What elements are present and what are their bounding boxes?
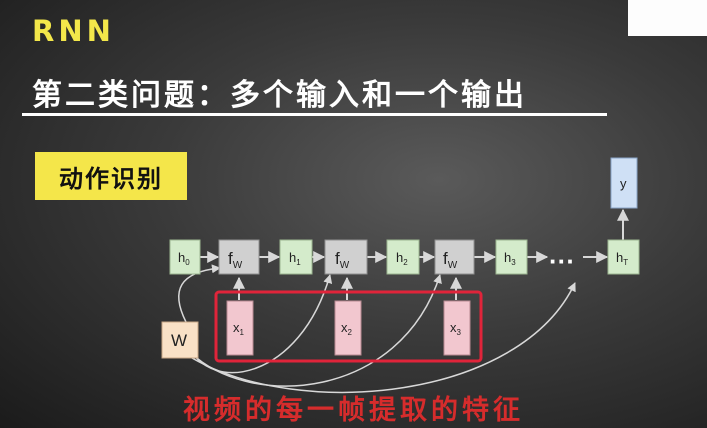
svg-text:x3: x3 [450,320,462,337]
subtitle-underline [22,113,607,116]
ellipsis: ··· [549,246,575,276]
svg-text:x1: x1 [233,320,245,337]
input-arrows [233,276,462,300]
svg-text:fW: fW [443,249,458,271]
hidden-state-h2: h2 [386,239,420,275]
svg-text:x2: x2 [341,320,353,337]
task-tag-label: 动作识别 [59,164,163,193]
input-node-x2: x2 [334,300,362,356]
input-node-x1: x1 [226,300,254,356]
feature-caption: 视频的每一帧提取的特征 [183,395,524,426]
task-tag: 动作识别 [35,152,187,200]
hidden-state-hT: hT [607,239,640,275]
svg-text:hT: hT [616,250,628,267]
input-highlight-frame [214,290,483,363]
function-node-2: fW [324,239,368,275]
corner-blank [628,0,707,36]
svg-text:fW: fW [335,249,350,271]
output-node-y: y [610,157,638,209]
svg-text:y: y [620,176,627,191]
page-subtitle: 第二类问题：多个输入和一个输出 [32,78,527,113]
hidden-state-h1: h1 [279,239,313,275]
hidden-state-h3: h3 [495,239,528,275]
chain-arrows [200,208,629,263]
svg-text:h3: h3 [504,250,516,267]
svg-text:h2: h2 [396,250,408,267]
function-node-1: fW [218,239,260,275]
input-node-x3: x3 [443,300,471,356]
svg-text:h0: h0 [178,250,190,267]
weight-curves [177,264,576,394]
weight-node-w: W [161,321,199,359]
hidden-state-h0: h0 [169,239,201,275]
svg-text:fW: fW [228,249,243,271]
page-title: RNN [32,14,115,48]
function-node-3: fW [434,239,475,275]
svg-text:W: W [171,331,187,350]
svg-text:h1: h1 [289,250,301,267]
